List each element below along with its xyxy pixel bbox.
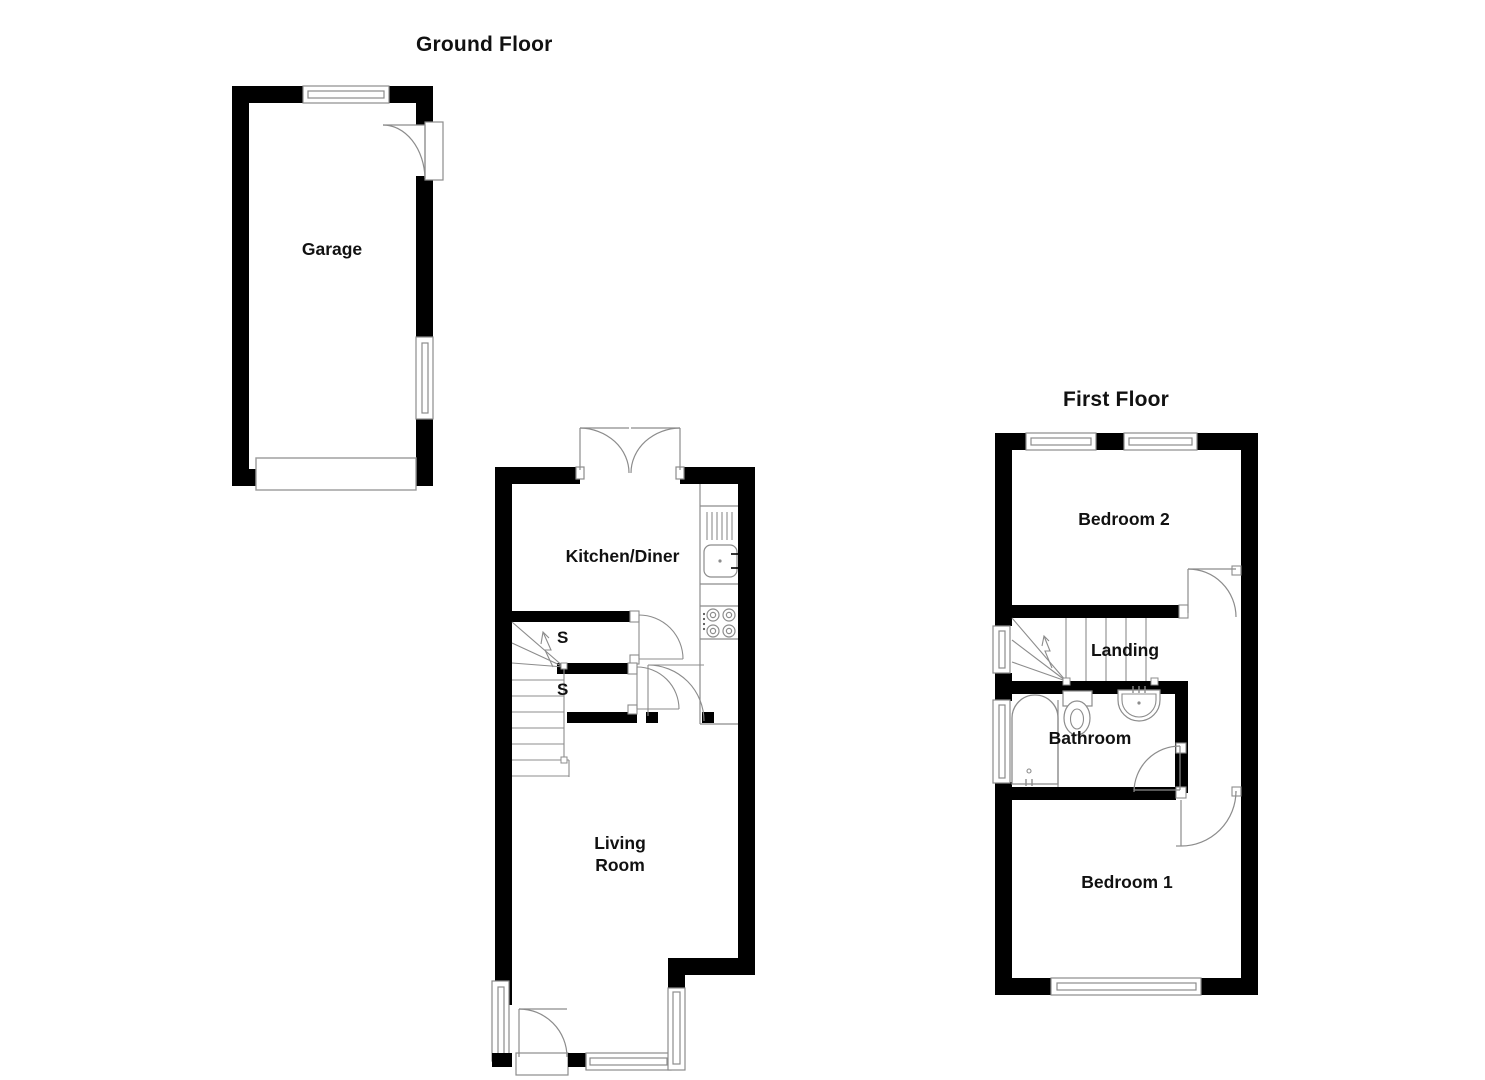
bedroom2-door-icon bbox=[1178, 565, 1242, 619]
kitchen-hob-icon bbox=[702, 608, 736, 638]
living-room-window-left-icon bbox=[491, 980, 510, 1062]
wash-basin-icon bbox=[1117, 686, 1161, 722]
front-wall-stub-left bbox=[492, 1053, 512, 1067]
room-label-bathroom: Bathroom bbox=[1048, 728, 1132, 748]
room-label-landing: Landing bbox=[1090, 640, 1160, 660]
under-stairs-cupboards-walls bbox=[512, 611, 637, 723]
ground-floor-title: Ground Floor bbox=[416, 33, 553, 56]
room-label-store-2: S bbox=[557, 680, 569, 699]
room-label-bedroom-2: Bedroom 2 bbox=[1078, 509, 1170, 529]
toilet-icon bbox=[1062, 690, 1093, 736]
living-room-door-icon bbox=[646, 664, 714, 723]
kitchen-drainer-icon bbox=[706, 512, 733, 540]
kitchen-sink-icon bbox=[703, 544, 742, 578]
garage-window-front-icon bbox=[302, 85, 390, 104]
bathroom-window-icon bbox=[992, 699, 1011, 784]
room-label-bedroom-1: Bedroom 1 bbox=[1081, 872, 1173, 892]
landing-stairs-icon bbox=[1011, 617, 1147, 682]
bedroom2-window-right-icon bbox=[1123, 432, 1198, 451]
bedroom1-door-icon bbox=[1176, 786, 1242, 847]
bedroom2-window-left-icon bbox=[1025, 432, 1097, 451]
room-label-garage: Garage bbox=[301, 239, 363, 259]
ground-floor-house-outline bbox=[495, 467, 755, 1005]
garage-side-door-icon bbox=[382, 118, 444, 183]
staircase-icon bbox=[511, 621, 570, 777]
room-label-store-1: S bbox=[557, 628, 569, 647]
room-label-kitchen-diner: Kitchen/Diner bbox=[565, 546, 680, 566]
kitchen-counter-icon bbox=[699, 484, 738, 725]
bedroom1-window-icon bbox=[1050, 977, 1202, 996]
kitchen-french-doors-icon bbox=[575, 427, 685, 480]
garage-outline bbox=[232, 86, 433, 486]
bath-icon bbox=[1011, 694, 1059, 786]
cupboard-door-1-icon bbox=[629, 610, 684, 665]
room-label-living-room: Living Room bbox=[594, 833, 646, 876]
living-room-bay-window-icon bbox=[585, 987, 686, 1071]
wall-bedroom2-landing bbox=[1012, 605, 1179, 618]
cupboard-door-2-icon bbox=[627, 662, 680, 715]
garage-window-side-icon bbox=[415, 336, 434, 420]
bathroom-door-icon bbox=[1133, 742, 1187, 799]
first-floor-title: First Floor bbox=[1063, 388, 1170, 411]
landing-window-icon bbox=[992, 625, 1011, 674]
garage-up-and-over-door-icon bbox=[255, 457, 417, 491]
front-door-icon bbox=[515, 1008, 586, 1076]
first-floor-house-outline bbox=[995, 433, 1258, 995]
